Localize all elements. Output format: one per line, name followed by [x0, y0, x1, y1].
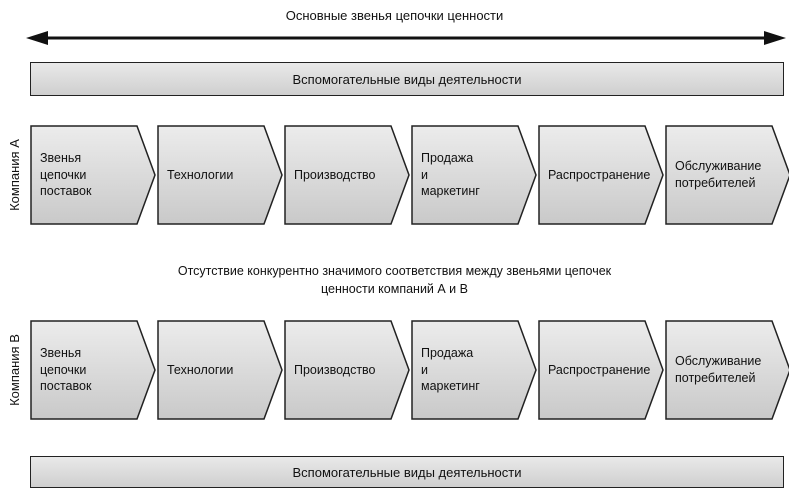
- company-a-link-5: Распространение: [538, 125, 664, 225]
- company-b-link-shape-5: [538, 320, 664, 420]
- company-b-link-shape-6: [665, 320, 789, 420]
- company-a-link-shape-2: [157, 125, 283, 225]
- company-b-link-2: Технологии: [157, 320, 283, 420]
- company-b-link-label-1: Звенья цепочки поставок: [40, 345, 92, 394]
- support-activities-bar-top: Вспомогательные виды деятельности: [30, 62, 784, 96]
- company-a-label: Компания А: [6, 139, 22, 211]
- company-b-link-4: Продажа и маркетинг: [411, 320, 537, 420]
- company-b-link-label-2: Технологии: [167, 362, 234, 377]
- company-b-link-6: Обслуживание потребителей: [665, 320, 789, 420]
- support-activities-bar-bottom: Вспомогательные виды деятельности: [30, 456, 784, 488]
- company-a-link-shape-3: [284, 125, 410, 225]
- company-a-chain: Звенья цепочки поставок Технологии Произ…: [30, 125, 789, 225]
- company-b-link-shape-4: [411, 320, 537, 420]
- company-a-link-shape-4: [411, 125, 537, 225]
- company-b-chain: Звенья цепочки поставок Технологии Произ…: [30, 320, 789, 420]
- company-a-link-label-6: Обслуживание потребителей: [675, 159, 762, 190]
- company-a-link-2: Технологии: [157, 125, 283, 225]
- company-b-link-label-4: Продажа и маркетинг: [421, 345, 480, 394]
- company-b-link-5: Распространение: [538, 320, 664, 420]
- no-fit-note-line1: Отсутствие конкурентно значимого соответ…: [177, 264, 612, 278]
- company-b-link-label-6: Обслуживание потребителей: [675, 354, 762, 385]
- company-a-link-3: Производство: [284, 125, 410, 225]
- company-a-link-4: Продажа и маркетинг: [411, 125, 537, 225]
- company-a-link-label-5: Распространение: [548, 167, 651, 182]
- company-a-link-shape-1: [30, 125, 156, 225]
- no-fit-note-line2: ценности компаний А и В: [321, 282, 468, 297]
- company-b-link-1: Звенья цепочки поставок: [30, 320, 156, 420]
- company-b-link-label-5: Распространение: [548, 362, 651, 377]
- company-a-link-label-1: Звенья цепочки поставок: [40, 150, 92, 199]
- double-arrow: [26, 31, 786, 45]
- company-a-link-6: Обслуживание потребителей: [665, 125, 789, 225]
- company-a-link-shape-6: [665, 125, 789, 225]
- company-b-link-shape-1: [30, 320, 156, 420]
- company-b-link-label-3: Производство: [294, 362, 376, 377]
- company-a-link-label-4: Продажа и маркетинг: [421, 150, 480, 199]
- support-activities-label-top: Вспомогательные виды деятельности: [292, 71, 522, 87]
- company-b-link-3: Производство: [284, 320, 410, 420]
- no-fit-note: Отсутствие конкурентно значимого соответ…: [0, 262, 789, 298]
- company-a-link-label-3: Производство: [294, 167, 376, 182]
- company-a-link-label-2: Технологии: [167, 167, 234, 182]
- company-b-link-shape-3: [284, 320, 410, 420]
- company-b-label: Компания В: [6, 334, 22, 406]
- main-chain-title: Основные звенья цепочки ценности: [285, 8, 504, 23]
- support-activities-label-bottom: Вспомогательные виды деятельности: [292, 464, 522, 480]
- company-a-link-shape-5: [538, 125, 664, 225]
- company-a-link-1: Звенья цепочки поставок: [30, 125, 156, 225]
- company-b-link-shape-2: [157, 320, 283, 420]
